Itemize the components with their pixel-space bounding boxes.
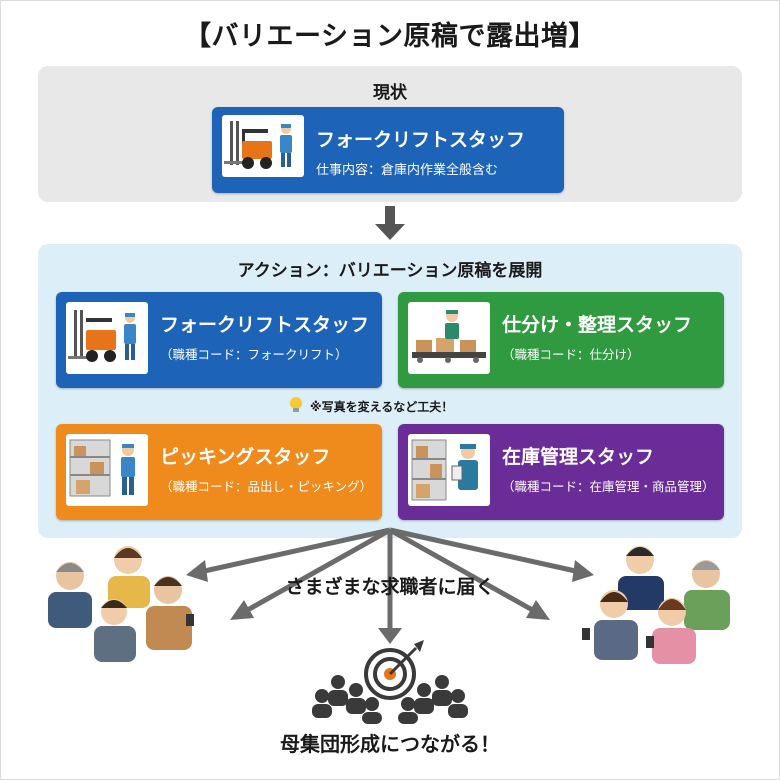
card-inventory-name: 在庫管理スタッフ bbox=[502, 446, 655, 468]
card-sorting-sub: （職種コード：仕分け） bbox=[502, 347, 640, 362]
card-inventory: 在庫管理スタッフ （職種コード：在庫管理・商品管理） bbox=[398, 424, 724, 520]
card-sorting-name: 仕分け・整理スタッフ bbox=[502, 314, 693, 336]
crowd-icon bbox=[312, 675, 468, 724]
action-label: アクション：バリエーション原稿を展開 bbox=[237, 261, 543, 281]
card-inventory-sub: （職種コード：在庫管理・商品管理） bbox=[502, 479, 715, 494]
forklift-icon bbox=[222, 115, 304, 177]
sorting-icon bbox=[408, 302, 490, 374]
target-icon bbox=[364, 640, 424, 700]
tip-note: ※写真を変えるなど工夫！ bbox=[290, 397, 454, 415]
card-sorting: 仕分け・整理スタッフ （職種コード：仕分け） bbox=[398, 292, 724, 388]
card-forklift-sub: （職種コード：フォークリフト） bbox=[160, 347, 348, 362]
tip-text: ※写真を変えるなど工夫！ bbox=[310, 400, 454, 414]
people-group-right bbox=[582, 546, 730, 664]
card-picking: ピッキングスタッフ （職種コード：品出し・ピッキング） bbox=[56, 424, 382, 520]
down-arrow bbox=[375, 206, 405, 240]
current-label: 現状 bbox=[373, 83, 407, 103]
card-picking-sub: （職種コード：品出し・ピッキング） bbox=[160, 479, 373, 494]
bottom-label: 母集団形成につながる！ bbox=[280, 732, 500, 756]
card-forklift-name: フォークリフトスタッフ bbox=[160, 314, 370, 336]
current-card-sub: 仕事内容：倉庫内作業全般含む bbox=[316, 163, 499, 178]
current-card: フォークリフトスタッフ 仕事内容：倉庫内作業全般含む bbox=[212, 107, 564, 193]
card-picking-name: ピッキングスタッフ bbox=[160, 446, 331, 468]
picking-icon bbox=[66, 434, 148, 506]
inventory-icon bbox=[408, 434, 490, 506]
current-card-name: フォークリフトスタッフ bbox=[316, 129, 526, 151]
forklift-icon bbox=[66, 302, 148, 374]
reach-label: さまざまな求職者に届く bbox=[285, 576, 495, 598]
fan-arrows bbox=[186, 527, 594, 644]
card-forklift: フォークリフトスタッフ （職種コード：フォークリフト） bbox=[56, 292, 382, 388]
people-group-left bbox=[48, 546, 194, 662]
page-title: 【バリエーション原稿で露出増】 bbox=[184, 21, 596, 52]
lightbulb-icon bbox=[290, 397, 302, 412]
